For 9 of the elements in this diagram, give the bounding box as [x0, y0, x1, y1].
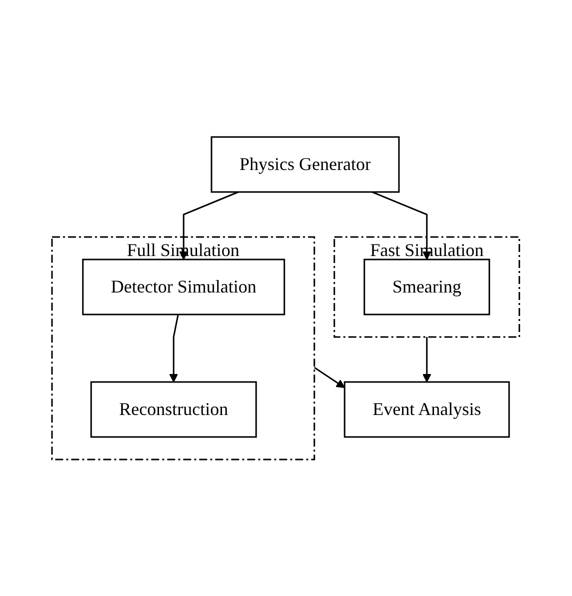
arrow [170, 314, 180, 382]
node-box: Smearing [364, 258, 490, 315]
node-box: Detector Simulation [82, 258, 286, 315]
node-box: Event Analysis [344, 381, 510, 438]
arrow [372, 191, 432, 260]
arrow [422, 336, 432, 382]
node-box: Reconstruction [90, 381, 258, 438]
arrow [314, 366, 346, 388]
node-box: Physics Generator [211, 136, 400, 192]
